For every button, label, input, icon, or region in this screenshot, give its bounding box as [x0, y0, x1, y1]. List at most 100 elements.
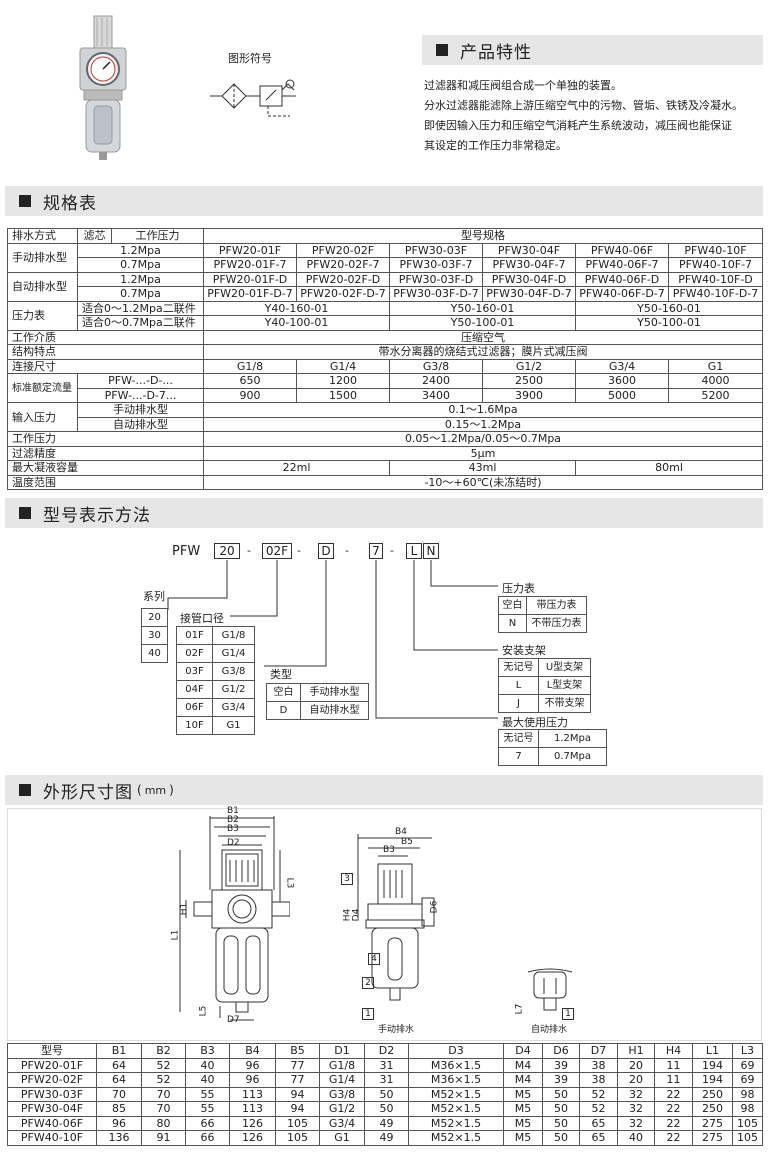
- model-cell: PFW40-06F: [575, 242, 669, 258]
- callout-box: 1: [362, 1008, 374, 1020]
- structure-label: 结构特点: [7, 344, 204, 360]
- cond-label: 最大凝液容量: [7, 460, 204, 476]
- bracket-desc: L型支架: [538, 676, 591, 695]
- pressure-cell: 1.2Mpa: [77, 242, 204, 258]
- column-header: B4: [229, 1043, 276, 1059]
- model-cell: PFW40-10F: [668, 242, 763, 258]
- gauge-cell: Y50-100-01: [575, 315, 763, 331]
- code-dash: -: [247, 544, 251, 557]
- bracket-code: J: [498, 694, 539, 713]
- pressure-cell: 1.2Mpa: [77, 271, 204, 287]
- bracket-desc: U型支架: [538, 658, 591, 677]
- flow-cell: 900: [203, 387, 297, 403]
- table-cell: 50: [542, 1115, 580, 1131]
- conn-cell: G1/8: [203, 358, 297, 374]
- table-cell: 98: [732, 1086, 763, 1102]
- port-code: 06F: [176, 698, 213, 717]
- temp-value: -10～+60℃(未冻结时): [203, 474, 763, 490]
- model-cell: PFW30-04F: [482, 242, 576, 258]
- table-cell: 39: [542, 1057, 580, 1073]
- table-cell: 194: [692, 1072, 733, 1088]
- dim-label: L7: [514, 1003, 525, 1015]
- table-cell: M52×1.5: [408, 1115, 504, 1131]
- table-cell: M36×1.5: [408, 1072, 504, 1088]
- dim-label: D2: [227, 838, 240, 848]
- port-size: G1/8: [212, 626, 255, 645]
- table-cell: 11: [654, 1057, 693, 1073]
- table-cell: 94: [275, 1101, 320, 1117]
- type-desc: 手动排水型: [300, 683, 369, 702]
- maxp-desc: 1.2Mpa: [538, 729, 607, 748]
- bracket-code: 无记号: [498, 658, 539, 677]
- code-dash: -: [390, 544, 394, 557]
- column-header: L3: [732, 1043, 763, 1059]
- table-cell: 275: [692, 1130, 733, 1146]
- table-cell: M4: [503, 1072, 543, 1088]
- conn-cell: G3/4: [575, 358, 669, 374]
- gauge-opt-desc: 不带压力表: [526, 614, 587, 633]
- inp-auto-value: 0.15～1.2Mpa: [203, 416, 763, 432]
- column-header: D3: [408, 1043, 504, 1059]
- table-cell: 136: [96, 1130, 142, 1146]
- model-cell: PFW40-10F-D: [668, 271, 763, 287]
- code-bracket: L: [406, 543, 422, 559]
- table-cell: PFW20-01F: [7, 1057, 97, 1073]
- drawing-area: [7, 808, 762, 1041]
- table-cell: M36×1.5: [408, 1057, 504, 1073]
- cond-cell: 43ml: [389, 460, 576, 476]
- table-cell: 40: [617, 1130, 655, 1146]
- table-cell: 96: [229, 1072, 276, 1088]
- model-cell: PFW20-01F-D: [203, 271, 297, 287]
- gauge-opt-code: 空白: [498, 596, 527, 615]
- table-cell: 250: [692, 1086, 733, 1102]
- gauge-b-label: 适合0～0.7Mpa二联件: [77, 315, 204, 331]
- table-cell: 22: [654, 1101, 693, 1117]
- column-header: H4: [654, 1043, 693, 1059]
- type-label: 类型: [270, 668, 292, 681]
- inp-auto-label: 自动排水型: [77, 416, 204, 432]
- flow-cell: 2500: [482, 373, 576, 389]
- model-cell: PFW30-04F-D-7: [482, 286, 576, 302]
- gauge-cell: Y50-100-01: [389, 315, 576, 331]
- table-cell: 31: [364, 1057, 409, 1073]
- table-cell: 105: [732, 1130, 763, 1146]
- table-cell: 32: [617, 1115, 655, 1131]
- pneumatic-symbol-icon: [210, 79, 296, 117]
- flow-cell: 5200: [668, 387, 763, 403]
- table-cell: 50: [542, 1101, 580, 1117]
- model-cell: PFW20-02F-D-7: [296, 286, 390, 302]
- bracket-desc: 不带支架: [538, 694, 591, 713]
- conn-cell: G3/8: [389, 358, 483, 374]
- column-header: D1: [319, 1043, 365, 1059]
- table-cell: 66: [185, 1130, 230, 1146]
- flow-cell: 3900: [482, 387, 576, 403]
- flow-cell: 3600: [575, 373, 669, 389]
- table-cell: PFW30-03F: [7, 1086, 97, 1102]
- code-pressure: 7: [369, 543, 383, 559]
- table-cell: 52: [141, 1057, 186, 1073]
- wp-value: 0.05～1.2Mpa/0.05～0.7Mpa: [203, 431, 763, 447]
- series-label: 系列: [143, 590, 165, 603]
- flow-cell: 2400: [389, 373, 483, 389]
- code-dash: -: [345, 544, 349, 557]
- fa-label: 过滤精度: [7, 445, 204, 461]
- model-cell: PFW40-06F-D-7: [575, 286, 669, 302]
- port-size: G3/8: [212, 662, 255, 681]
- flow-cell: 3400: [389, 387, 483, 403]
- feature-line: 其设定的工作压力非常稳定。: [424, 139, 567, 152]
- model-title: 型号表示方法: [43, 505, 151, 526]
- dim-label: D6: [429, 900, 440, 914]
- table-cell: 194: [692, 1057, 733, 1073]
- model-cell: PFW20-01F-D-7: [203, 286, 297, 302]
- table-cell: 20: [617, 1057, 655, 1073]
- code-gauge: N: [423, 543, 439, 559]
- gauge-label: 压力表: [7, 300, 78, 331]
- column-header: H1: [617, 1043, 655, 1059]
- dim-label: D4: [351, 908, 362, 922]
- column-header: B1: [96, 1043, 142, 1059]
- inp-label: 输入压力: [7, 402, 78, 432]
- gauge-opt-label: 压力表: [502, 582, 535, 595]
